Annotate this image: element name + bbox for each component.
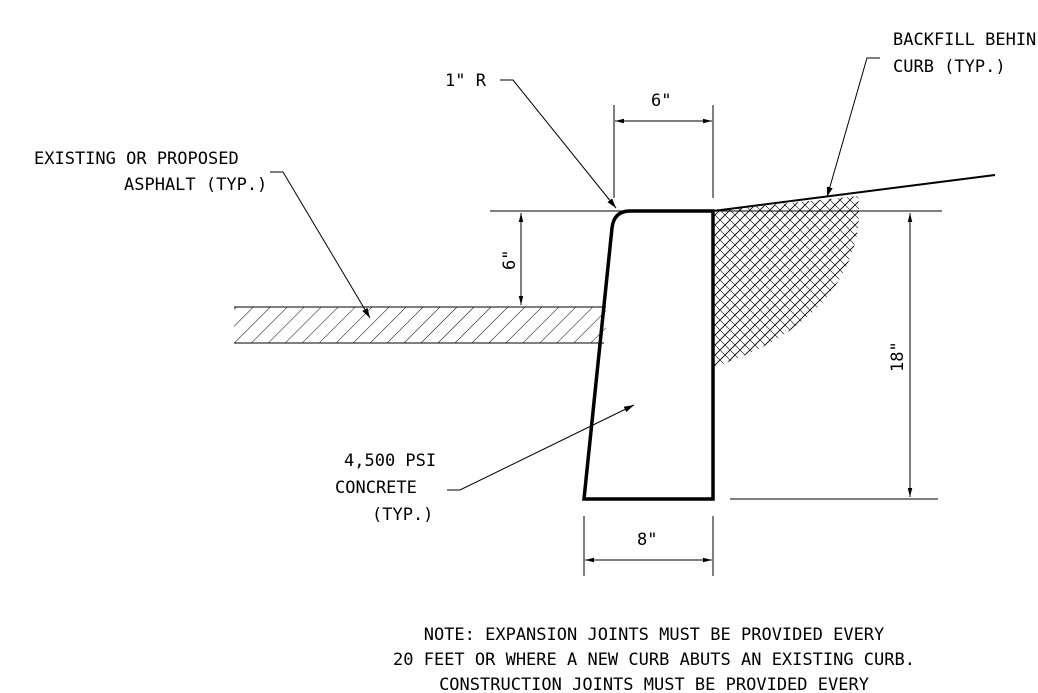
curb-section bbox=[582, 209, 715, 501]
concrete-leader bbox=[447, 404, 635, 491]
concrete-label-line1: 4,500 PSI bbox=[344, 451, 436, 471]
ground-line bbox=[712, 174, 996, 212]
radius-label: 1" R bbox=[445, 71, 487, 91]
radius-leader bbox=[500, 79, 617, 209]
note-line-3: CONSTRUCTION JOINTS MUST BE PROVIDED EVE… bbox=[439, 675, 869, 693]
backfill-label-line1: BACKFILL BEHIN bbox=[893, 30, 1036, 50]
asphalt-label-line1: EXISTING OR PROPOSED bbox=[34, 149, 239, 169]
backfill-hatch bbox=[713, 196, 860, 367]
note-line-2: 20 FEET OR WHERE A NEW CURB ABUTS AN EXI… bbox=[393, 650, 915, 670]
asphalt-leader bbox=[270, 171, 371, 319]
asphalt-label-line2: ASPHALT (TYP.) bbox=[124, 175, 267, 195]
backfill-label-line2: CURB (TYP.) bbox=[893, 57, 1006, 77]
asphalt-hatch bbox=[234, 307, 606, 343]
bottom-width-label: 8" bbox=[637, 530, 657, 550]
backfill-leader bbox=[826, 57, 880, 198]
reveal-label: 6" bbox=[500, 250, 520, 270]
top-width-label: 6" bbox=[651, 91, 671, 111]
height-label: 18" bbox=[888, 341, 908, 372]
concrete-label-line3: (TYP.) bbox=[372, 505, 433, 525]
note-line-1: NOTE: EXPANSION JOINTS MUST BE PROVIDED … bbox=[424, 625, 885, 645]
concrete-label-line2: CONCRETE bbox=[335, 478, 417, 498]
